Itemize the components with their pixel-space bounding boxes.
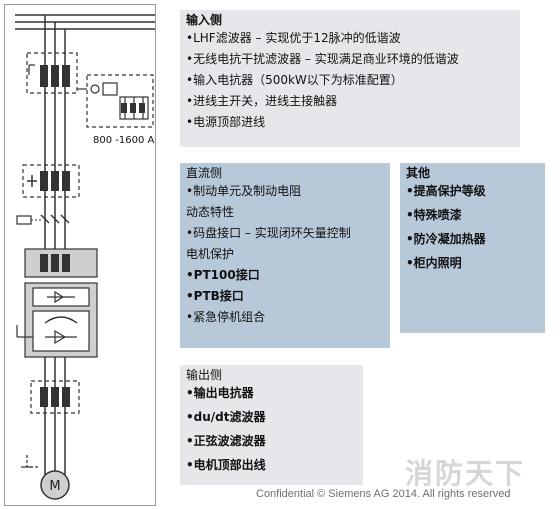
other-item: •柜内照明	[406, 256, 462, 270]
output-side-item: •输出电抗器	[186, 386, 254, 400]
footer-copyright: Confidential © Siemens AG 2014. All righ…	[256, 488, 511, 500]
input-side-item: •输入电抗器（500kW以下为标准配置）	[186, 73, 403, 87]
dc-side-item: •PT100接口	[186, 268, 260, 282]
dc-side-item: 动态特性	[186, 205, 235, 219]
dc-side-item: •码盘接口 – 实现闭环矢量控制	[186, 226, 351, 240]
other-item: •特殊喷漆	[406, 208, 462, 222]
input-side-item: •LHF滤波器 – 实现优于12脉冲的低谐波	[186, 31, 401, 45]
circuit-diagram: M 800 -1600 A	[4, 4, 156, 506]
dc-side-item: •PTB接口	[186, 289, 244, 303]
output-side-item: •电机顶部出线	[186, 458, 266, 472]
circuit-diagram-svg: M	[15, 14, 155, 500]
other-panel: 其他 •提高保护等级 •特殊喷漆 •防冷凝加热器 •柜内照明	[400, 163, 545, 333]
input-side-panel: 输入侧 •LHF滤波器 – 实现优于12脉冲的低谐波 •无线电抗干扰滤波器 – …	[180, 10, 520, 147]
other-item: •防冷凝加热器	[406, 232, 486, 246]
output-side-panel: 输出侧 •输出电抗器 •du/dt滤波器 •正弦波滤波器 •电机顶部出线	[180, 365, 363, 485]
output-side-title: 输出侧	[186, 368, 223, 382]
motor-label: M	[49, 479, 60, 494]
dc-side-panel: 直流侧 •制动单元及制动电阻 动态特性 •码盘接口 – 实现闭环矢量控制 电机保…	[180, 163, 390, 348]
input-side-item: •无线电抗干扰滤波器 – 实现满足商业环境的低谐波	[186, 52, 459, 66]
output-side-item: •du/dt滤波器	[186, 410, 266, 424]
dc-side-item: 电机保护	[186, 247, 235, 261]
input-side-item: •进线主开关，进线主接触器	[186, 94, 338, 108]
dc-side-item: •制动单元及制动电阻	[186, 184, 302, 198]
input-side-item: •电源顶部进线	[186, 115, 266, 129]
dc-side-item: •紧急停机组合	[186, 310, 266, 324]
dc-side-title: 直流侧	[186, 166, 223, 180]
other-item: •提高保护等级	[406, 184, 486, 198]
watermark-text: 消防天下	[405, 457, 526, 490]
input-side-title: 输入侧	[186, 13, 223, 27]
rating-label: 800 -1600 A	[93, 135, 155, 146]
output-side-item: •正弦波滤波器	[186, 434, 266, 448]
other-title: 其他	[406, 166, 431, 180]
